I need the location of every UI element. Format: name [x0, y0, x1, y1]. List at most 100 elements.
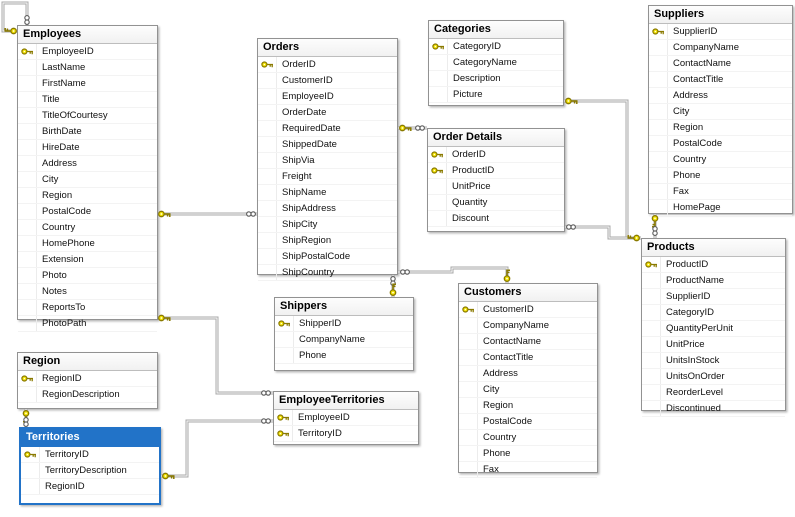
table-row-reportsto[interactable]: ReportsTo: [18, 300, 157, 316]
table-title-customers[interactable]: Customers: [459, 284, 597, 302]
table-row-title[interactable]: Title: [18, 92, 157, 108]
table-row-postalcode[interactable]: PostalCode: [649, 136, 792, 152]
table-row-unitprice[interactable]: UnitPrice: [428, 179, 564, 195]
table-row-categoryid[interactable]: CategoryID: [429, 39, 563, 55]
relationship-employees-employeeterritories[interactable]: [158, 316, 273, 395]
table-row-shipregion[interactable]: ShipRegion: [258, 233, 397, 249]
relationship-territories-employeeterritories[interactable]: [161, 419, 273, 478]
table-row-shippostalcode[interactable]: ShipPostalCode: [258, 249, 397, 265]
table-row-freight[interactable]: Freight: [258, 169, 397, 185]
table-row-categoryid[interactable]: CategoryID: [642, 305, 785, 321]
table-row-country[interactable]: Country: [649, 152, 792, 168]
table-row-photopath[interactable]: PhotoPath: [18, 316, 157, 332]
table-employeeterritories[interactable]: EmployeeTerritories EmployeeID Territory…: [273, 391, 419, 445]
table-row-territoryid[interactable]: TerritoryID: [274, 426, 418, 442]
table-title-employees[interactable]: Employees: [18, 26, 157, 44]
relationship-categories-products[interactable]: [564, 99, 641, 240]
table-row-territoryid[interactable]: TerritoryID: [21, 447, 159, 463]
table-row-employeeid[interactable]: EmployeeID: [274, 410, 418, 426]
table-title-orders[interactable]: Orders: [258, 39, 397, 57]
table-row-reorderlevel[interactable]: ReorderLevel: [642, 385, 785, 401]
table-row-firstname[interactable]: FirstName: [18, 76, 157, 92]
table-row-shippeddate[interactable]: ShippedDate: [258, 137, 397, 153]
table-title-products[interactable]: Products: [642, 239, 785, 257]
table-row-description[interactable]: Description: [429, 71, 563, 87]
table-row-birthdate[interactable]: BirthDate: [18, 124, 157, 140]
table-title-order-details[interactable]: Order Details: [428, 129, 564, 147]
table-row-quantityperunit[interactable]: QuantityPerUnit: [642, 321, 785, 337]
table-row-unitsonorder[interactable]: UnitsOnOrder: [642, 369, 785, 385]
table-row-territorydescription[interactable]: TerritoryDescription: [21, 463, 159, 479]
table-row-orderid[interactable]: OrderID: [428, 147, 564, 163]
table-row-categoryname[interactable]: CategoryName: [429, 55, 563, 71]
table-row-region[interactable]: Region: [18, 188, 157, 204]
table-row-contacttitle[interactable]: ContactTitle: [649, 72, 792, 88]
table-row-productid[interactable]: ProductID: [642, 257, 785, 273]
table-row-address[interactable]: Address: [18, 156, 157, 172]
table-row-companyname[interactable]: CompanyName: [459, 318, 597, 334]
table-row-companyname[interactable]: CompanyName: [649, 40, 792, 56]
table-row-phone[interactable]: Phone: [459, 446, 597, 462]
table-row-region[interactable]: Region: [459, 398, 597, 414]
table-row-city[interactable]: City: [459, 382, 597, 398]
table-row-country[interactable]: Country: [18, 220, 157, 236]
table-row-picture[interactable]: Picture: [429, 87, 563, 103]
table-row-regiondescription[interactable]: RegionDescription: [18, 387, 157, 403]
table-title-employeeterritories[interactable]: EmployeeTerritories: [274, 392, 418, 410]
table-row-city[interactable]: City: [649, 104, 792, 120]
table-row-regionid[interactable]: RegionID: [21, 479, 159, 495]
table-title-shippers[interactable]: Shippers: [275, 298, 413, 316]
table-row-photo[interactable]: Photo: [18, 268, 157, 284]
table-row-orderdate[interactable]: OrderDate: [258, 105, 397, 121]
table-row-contactname[interactable]: ContactName: [649, 56, 792, 72]
table-row-fax[interactable]: Fax: [459, 462, 597, 478]
table-row-homephone[interactable]: HomePhone: [18, 236, 157, 252]
relationship-customers-orders[interactable]: [398, 266, 509, 283]
table-row-phone[interactable]: Phone: [649, 168, 792, 184]
table-row-employeeid[interactable]: EmployeeID: [18, 44, 157, 60]
table-row-postalcode[interactable]: PostalCode: [459, 414, 597, 430]
table-row-fax[interactable]: Fax: [649, 184, 792, 200]
table-title-categories[interactable]: Categories: [429, 21, 563, 39]
table-row-requireddate[interactable]: RequiredDate: [258, 121, 397, 137]
table-title-suppliers[interactable]: Suppliers: [649, 6, 792, 24]
table-row-shipaddress[interactable]: ShipAddress: [258, 201, 397, 217]
table-row-productname[interactable]: ProductName: [642, 273, 785, 289]
table-row-address[interactable]: Address: [649, 88, 792, 104]
table-row-regionid[interactable]: RegionID: [18, 371, 157, 387]
table-row-address[interactable]: Address: [459, 366, 597, 382]
table-title-region[interactable]: Region: [18, 353, 157, 371]
table-row-region[interactable]: Region: [649, 120, 792, 136]
table-row-notes[interactable]: Notes: [18, 284, 157, 300]
table-row-shipcountry[interactable]: ShipCountry: [258, 265, 397, 281]
table-row-homepage[interactable]: HomePage: [649, 200, 792, 216]
table-row-phone[interactable]: Phone: [275, 348, 413, 364]
table-row-customerid[interactable]: CustomerID: [258, 73, 397, 89]
table-row-unitsinstock[interactable]: UnitsInStock: [642, 353, 785, 369]
table-title-territories[interactable]: Territories: [21, 429, 159, 447]
table-row-titleofcourtesy[interactable]: TitleOfCourtesy: [18, 108, 157, 124]
table-row-productid[interactable]: ProductID: [428, 163, 564, 179]
table-row-companyname[interactable]: CompanyName: [275, 332, 413, 348]
relationship-products-orderdetails[interactable]: [565, 225, 641, 240]
table-row-extension[interactable]: Extension: [18, 252, 157, 268]
table-row-orderid[interactable]: OrderID: [258, 57, 397, 73]
table-row-shipperid[interactable]: ShipperID: [275, 316, 413, 332]
table-row-contactname[interactable]: ContactName: [459, 334, 597, 350]
table-row-quantity[interactable]: Quantity: [428, 195, 564, 211]
table-row-discount[interactable]: Discount: [428, 211, 564, 227]
table-row-customerid[interactable]: CustomerID: [459, 302, 597, 318]
table-row-discontinued[interactable]: Discontinued: [642, 401, 785, 417]
table-row-shipname[interactable]: ShipName: [258, 185, 397, 201]
table-row-supplierid[interactable]: SupplierID: [642, 289, 785, 305]
table-row-lastname[interactable]: LastName: [18, 60, 157, 76]
table-row-contacttitle[interactable]: ContactTitle: [459, 350, 597, 366]
table-row-shipvia[interactable]: ShipVia: [258, 153, 397, 169]
